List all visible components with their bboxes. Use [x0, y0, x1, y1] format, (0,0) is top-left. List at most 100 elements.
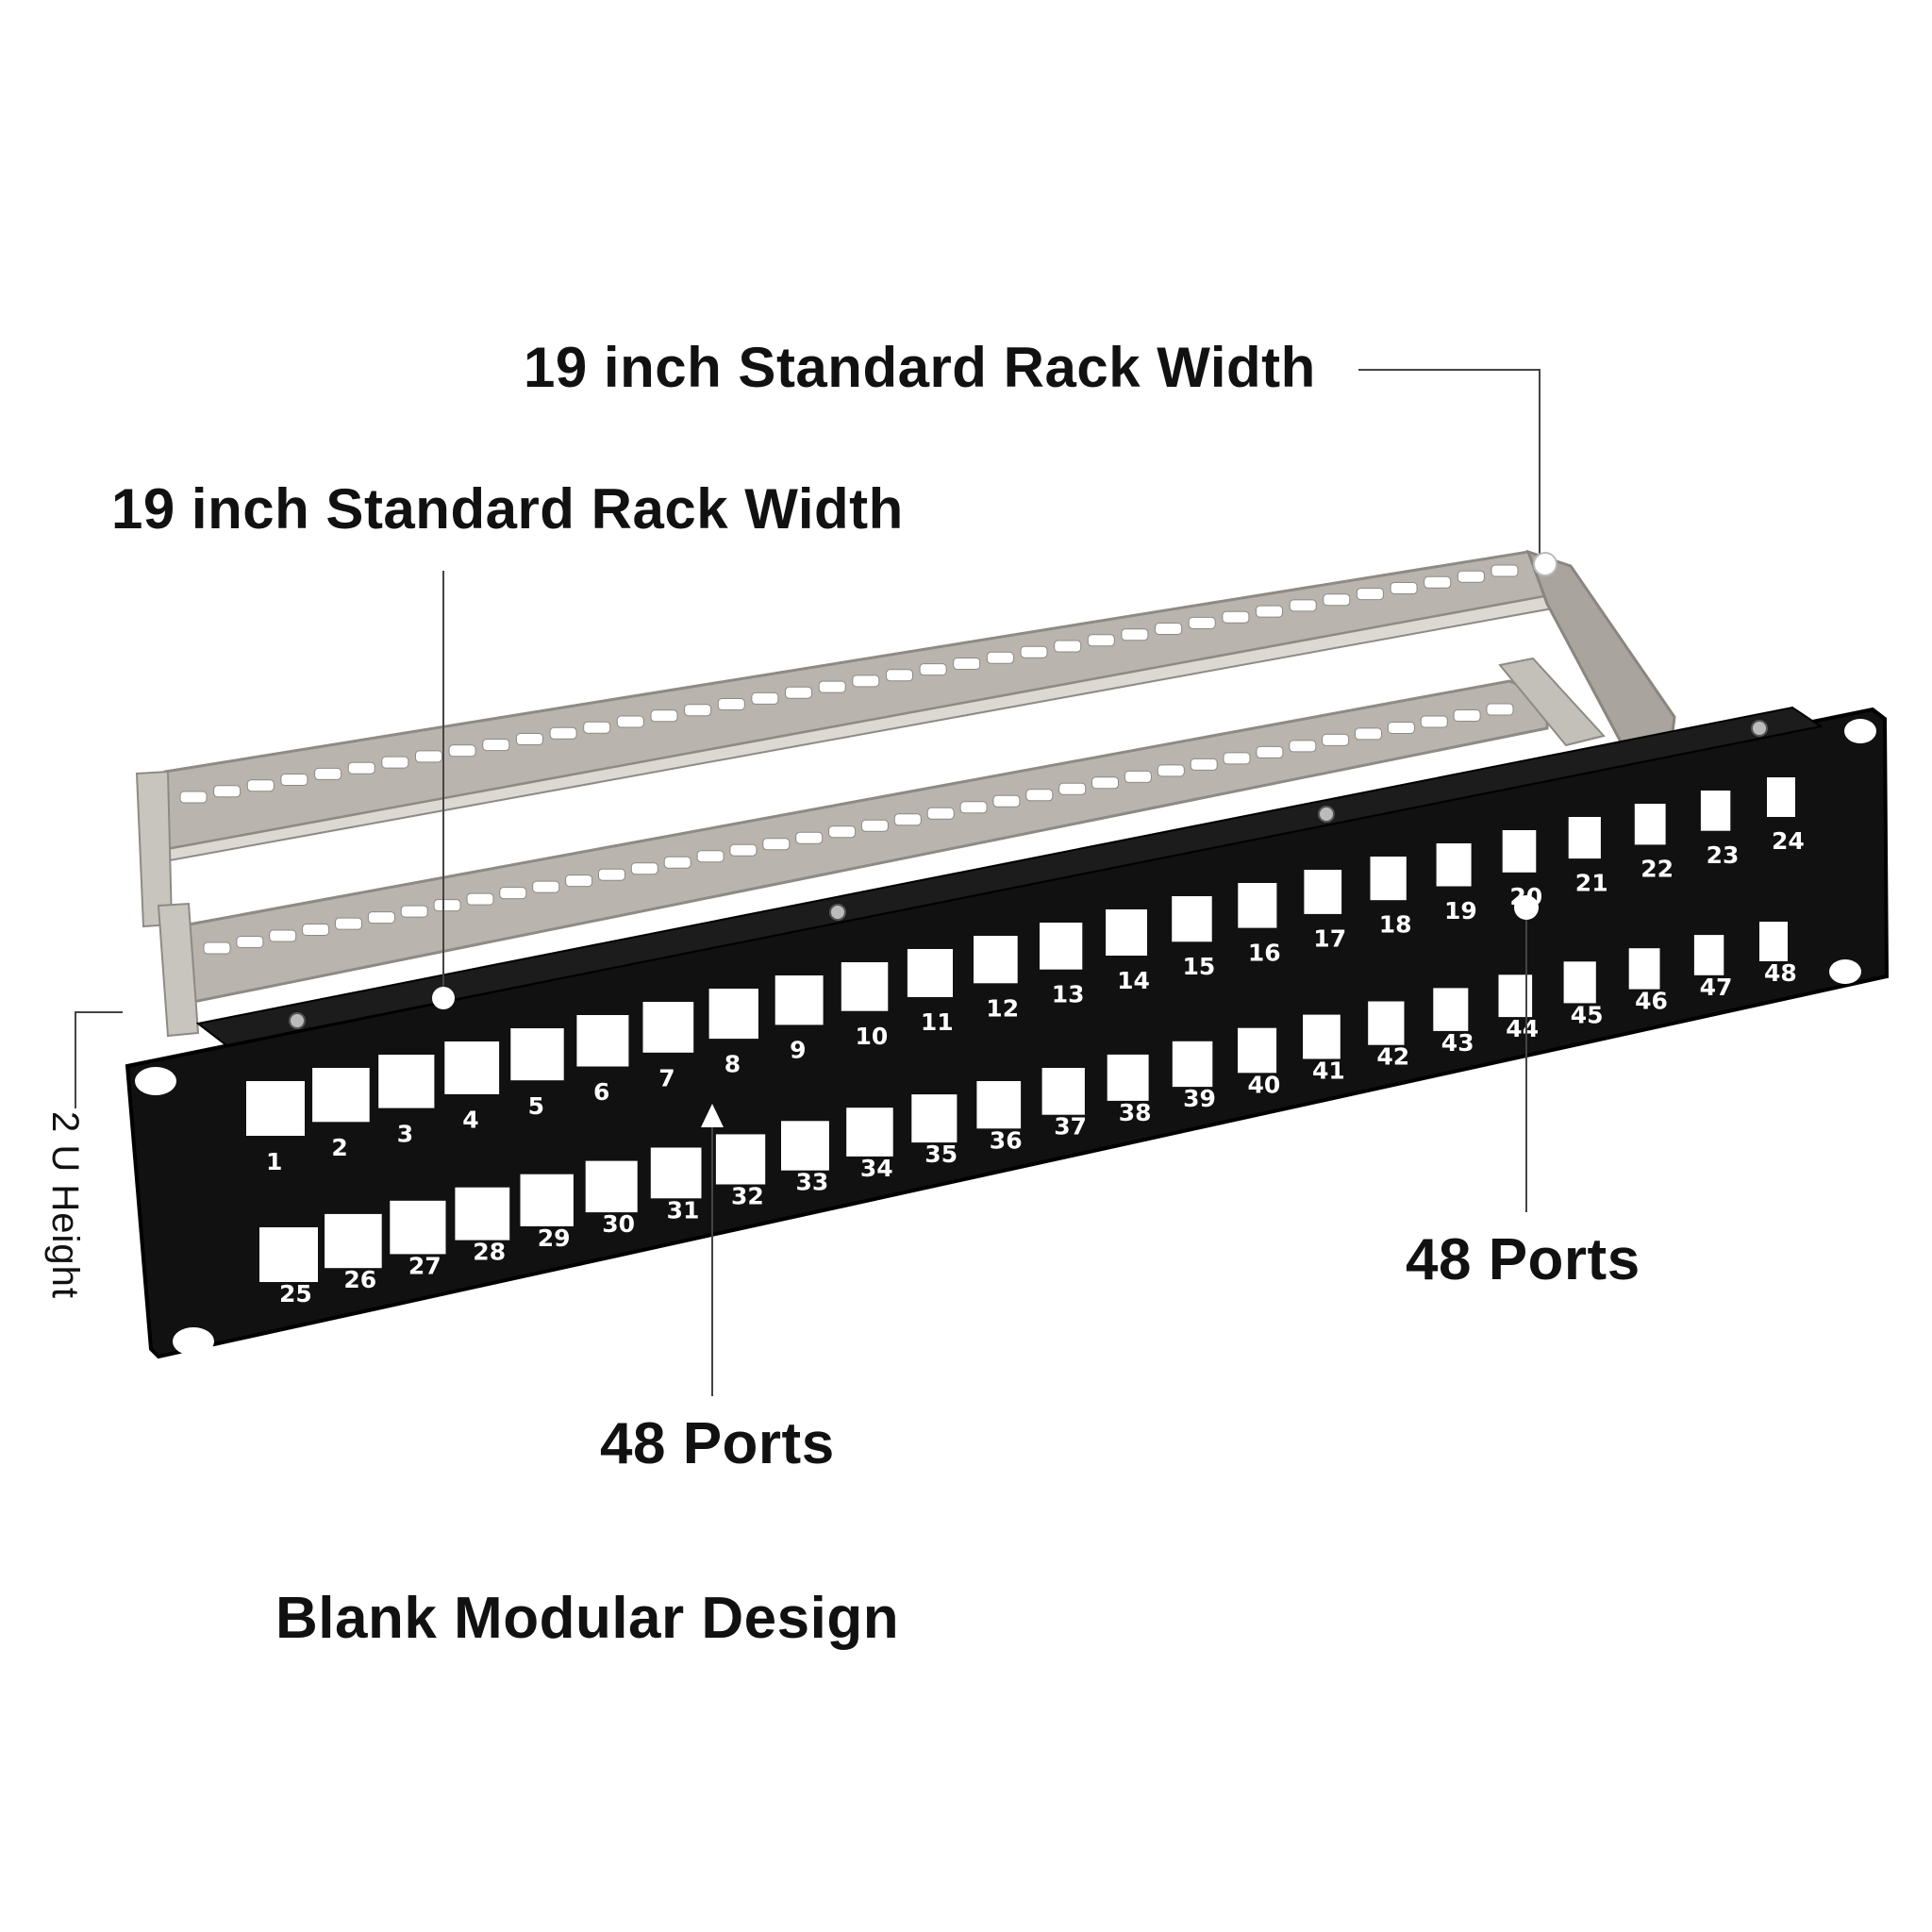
- keystone-port: [1700, 791, 1731, 831]
- bracket-slot: [919, 663, 947, 676]
- bracket-slot: [367, 911, 395, 924]
- flange-screw: [1318, 806, 1335, 823]
- keystone-port: [576, 1015, 629, 1067]
- flange-screw: [829, 904, 846, 921]
- keystone-port: [455, 1187, 510, 1241]
- port-number-label: 11: [921, 1008, 954, 1036]
- bracket-slot: [1054, 640, 1082, 653]
- bracket-slot: [1457, 570, 1485, 583]
- callout-leaders: [75, 369, 1541, 1396]
- modular-design-label: Blank Modular Design: [275, 1586, 900, 1651]
- port-number-label: 17: [1313, 925, 1346, 953]
- keystone-port: [1693, 935, 1724, 975]
- bracket-slot: [893, 813, 922, 826]
- bracket-slot: [1453, 709, 1481, 722]
- bracket-slot: [1390, 582, 1418, 594]
- keystone-port: [1368, 1001, 1405, 1045]
- port-number-label: 33: [796, 1169, 829, 1196]
- bracket-slot: [1058, 782, 1087, 795]
- bracket-slot: [852, 675, 880, 688]
- bracket-slot: [246, 779, 275, 792]
- keystone-port: [1767, 777, 1795, 817]
- rack-width-left-label: 19 inch Standard Rack Width: [111, 477, 904, 541]
- port-number-label: 18: [1379, 911, 1412, 939]
- bracket-slot: [1424, 575, 1452, 589]
- left-side-arm-top: [135, 770, 174, 928]
- port-number-label: 9: [790, 1037, 806, 1064]
- bracket-slot: [1223, 752, 1251, 765]
- keystone-port: [846, 1108, 893, 1157]
- keystone-port: [444, 1041, 500, 1094]
- bracket-slot: [598, 868, 625, 881]
- bracket-slot: [684, 704, 712, 717]
- port-number-label: 37: [1054, 1113, 1087, 1141]
- bracket-slot: [992, 794, 1021, 808]
- port-number-label: 47: [1700, 974, 1733, 1001]
- flange-screw: [289, 1012, 306, 1029]
- bracket-slot: [415, 750, 442, 763]
- port-number-label: 10: [856, 1023, 889, 1050]
- front-cable-bracket: [157, 657, 1606, 1038]
- port-number-label: 29: [538, 1224, 571, 1252]
- port-number-label: 12: [986, 994, 1019, 1022]
- bracket-slot: [762, 838, 791, 851]
- keystone-port: [1172, 896, 1212, 942]
- keystone-port: [378, 1055, 435, 1108]
- port-number-label: 24: [1772, 827, 1805, 855]
- bracket-slot: [785, 686, 812, 699]
- port-number-label: 26: [343, 1266, 376, 1293]
- bracket-slot: [583, 721, 611, 734]
- left-side-arm-bottom: [157, 902, 200, 1038]
- port-number-label: 34: [860, 1155, 893, 1182]
- bracket-slot: [818, 680, 846, 693]
- keystone-port: [911, 1094, 958, 1143]
- faceplate-top-flange: [195, 706, 1824, 1047]
- keystone-port: [715, 1134, 766, 1185]
- bracket-slot: [269, 929, 297, 942]
- port-number-label: 35: [924, 1141, 958, 1168]
- port-number-label: 1: [266, 1148, 282, 1175]
- bracket-slot: [179, 791, 208, 804]
- port-number-label: 13: [1052, 981, 1085, 1008]
- front-bracket-top-edge: [1498, 657, 1606, 747]
- faceplate: 1234567891011121314151617181920212223242…: [125, 706, 1890, 1359]
- port-number-label: 40: [1248, 1071, 1281, 1098]
- port-number-label: 16: [1248, 939, 1281, 966]
- bracket-slot: [381, 756, 409, 769]
- port-number-label: 30: [602, 1210, 635, 1238]
- bracket-slot: [1322, 733, 1350, 746]
- bracket-slot: [335, 917, 362, 930]
- rack-height-label: 2 U Height: [44, 1111, 86, 1299]
- bracket-slot: [1124, 770, 1152, 783]
- bracket-slot: [448, 744, 476, 758]
- port-number-label: 41: [1312, 1058, 1345, 1085]
- keystone-port: [1040, 923, 1083, 970]
- left-top-mount-hole: [135, 1067, 176, 1095]
- keystone-port: [1370, 857, 1407, 901]
- port-number-label: 38: [1119, 1099, 1152, 1126]
- bracket-slot: [986, 651, 1014, 664]
- bracket-slot: [532, 880, 560, 893]
- bracket-slot: [616, 715, 644, 728]
- left-bottom-mount-hole: [173, 1327, 214, 1356]
- bracket-slot: [314, 767, 342, 780]
- keystone-port: [1106, 909, 1147, 956]
- bracket-slot: [650, 709, 678, 723]
- marker-dot-ports-right: [1514, 895, 1539, 920]
- keystone-port: [1107, 1054, 1149, 1101]
- bracket-slot: [302, 924, 330, 936]
- port-number-label: 46: [1635, 988, 1668, 1015]
- bracket-slot: [466, 892, 494, 906]
- bracket-slot: [860, 819, 889, 832]
- port-number-label: 43: [1441, 1029, 1474, 1057]
- keystone-port: [907, 949, 953, 997]
- bracket-slot: [1091, 776, 1119, 790]
- bracket-slot: [663, 856, 691, 869]
- bracket-slot: [1256, 745, 1284, 758]
- bracket-slot: [400, 905, 428, 918]
- keystone-port: [1238, 883, 1277, 928]
- keystone-port: [510, 1028, 564, 1081]
- bracket-slot: [1289, 599, 1317, 612]
- bracket-slot: [433, 899, 461, 912]
